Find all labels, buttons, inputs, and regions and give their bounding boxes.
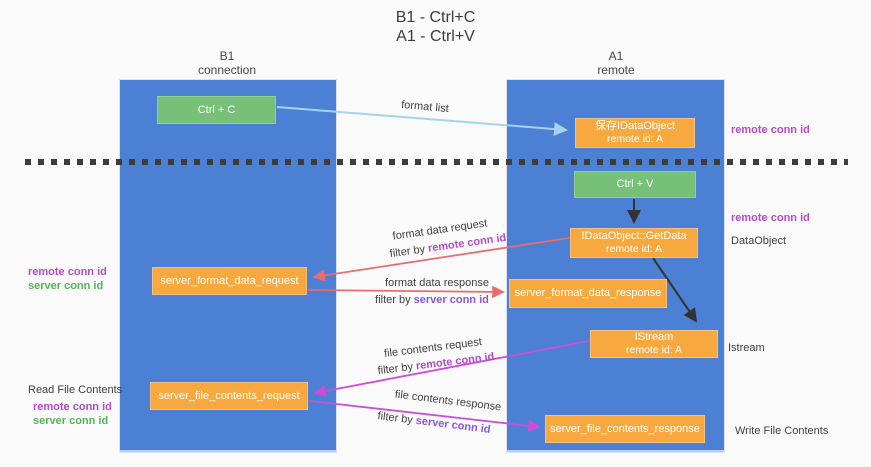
filter-by-text: filter by [389,242,429,261]
server-format-data-response-label: server_format_data_response [514,287,662,299]
read-file-contents-label: Read File Contents [28,384,123,396]
left-column-name: B1 [219,49,235,63]
right-column-sub: remote [597,63,635,77]
dataobject-label: DataObject [731,235,787,247]
title-line-1: B1 - Ctrl+C [395,9,476,26]
title-line-2: A1 - Ctrl+V [396,28,475,45]
left-column-header: B1 connection [167,49,287,77]
istream-line2: remote id: A [625,344,683,356]
left-server-conn-id2-label: server conn id [33,415,109,427]
diagram-title: B1 - Ctrl+C A1 - Ctrl+V [0,8,871,46]
left-column-sub: connection [197,63,257,77]
server-format-data-request-label: server_format_data_request [160,274,299,287]
ctrl-c-label: Ctrl + C [197,103,236,116]
server-conn-id-key: server conn id [415,414,492,436]
server-file-contents-response-label: server_file_contents_response [550,422,700,435]
server-file-contents-request-box: server_file_contents_request [150,382,308,410]
istream-side-label: Istream [728,342,765,354]
server-format-data-response-box: server_format_data_response [509,279,667,308]
save-idataobject-line2: remote id: A [606,133,664,145]
left-server-conn-id-label: server conn id [28,280,104,292]
remote-conn-id-mid-label: remote conn id [731,212,810,224]
server-file-contents-response-box: server_file_contents_response [545,415,705,443]
server-format-data-request-box: server_format_data_request [152,267,307,295]
left-remote-conn-id2-label: remote conn id [33,401,112,413]
filter-by-text: filter by [377,360,417,378]
file-response-filter-label: filter by server conn id [377,409,492,437]
filter-by-text: filter by [376,410,417,427]
server-conn-id-key: server conn id [413,294,489,306]
format-list-label: format list [400,98,450,116]
format-response-label: format data response [385,277,489,289]
getdata-line1: IDataObject::GetData [581,230,687,242]
dashed-separator [25,159,848,165]
format-response-filter-label: filter by server conn id [375,293,489,307]
remote-conn-id-top-label: remote conn id [731,124,810,136]
istream-box: IStream remote id: A [590,330,718,358]
server-file-contents-request-label: server_file_contents_request [158,389,300,402]
ctrl-v-box: Ctrl + V [574,171,696,198]
right-column-name: A1 [608,49,624,63]
getdata-line2: remote id: A [605,243,663,255]
istream-line1: IStream [634,331,674,343]
filter-by-text: filter by [375,294,414,306]
write-file-contents-label: Write File Contents [735,425,829,437]
file-response-label: file contents response [394,388,502,414]
getdata-box: IDataObject::GetData remote id: A [570,228,698,258]
ctrl-v-label: Ctrl + V [616,178,654,190]
save-idataobject-line1: 保存IDataObject [594,120,676,132]
save-idataobject-box: 保存IDataObject remote id: A [575,118,695,148]
right-column-header: A1 remote [556,49,676,77]
ctrl-c-box: Ctrl + C [157,96,276,124]
left-remote-conn-id-label: remote conn id [28,266,107,278]
format-response-arrow [307,285,505,299]
